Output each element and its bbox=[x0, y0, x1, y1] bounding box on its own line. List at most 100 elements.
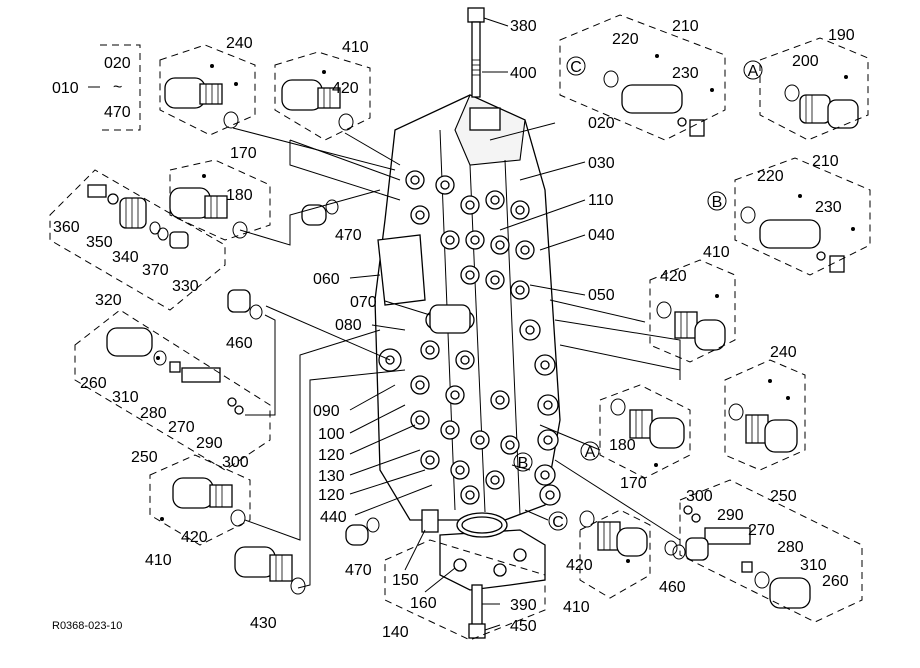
cartridge-220-top-right bbox=[603, 70, 705, 137]
label-410-bottom: 410 bbox=[563, 599, 590, 616]
label-140: 140 bbox=[382, 624, 409, 641]
label-090: 090 bbox=[313, 403, 340, 420]
drawing-code: R0368-023-10 bbox=[52, 620, 122, 632]
cartridge-240-top bbox=[164, 77, 239, 129]
label-430: 430 bbox=[250, 615, 277, 632]
label-range-separator: ~ bbox=[113, 79, 122, 96]
plug-470-lower bbox=[345, 517, 380, 546]
label-320: 320 bbox=[95, 292, 122, 309]
label-300-right: 300 bbox=[686, 488, 713, 505]
plug-460-left bbox=[227, 289, 263, 320]
label-050: 050 bbox=[588, 287, 615, 304]
label-390: 390 bbox=[510, 597, 537, 614]
svg-text:C: C bbox=[552, 514, 564, 531]
label-220-right: 220 bbox=[757, 168, 784, 185]
label-300-left: 300 bbox=[222, 454, 249, 471]
plug-460-right bbox=[664, 537, 709, 561]
cartridge-410-bottom-right bbox=[579, 510, 648, 557]
label-270-right: 270 bbox=[748, 522, 775, 539]
label-210-top: 210 bbox=[672, 18, 699, 35]
label-330: 330 bbox=[172, 278, 199, 295]
cartridge-410-right bbox=[656, 301, 726, 351]
label-060: 060 bbox=[313, 271, 340, 288]
label-380: 380 bbox=[510, 18, 537, 35]
label-230-top: 230 bbox=[672, 65, 699, 82]
svg-text:B: B bbox=[712, 194, 723, 211]
svg-text:A: A bbox=[585, 444, 596, 461]
marker-b-body: B bbox=[513, 452, 533, 472]
cartridge-190 bbox=[784, 84, 859, 129]
label-470-range-end: 470 bbox=[104, 104, 131, 121]
label-470-lower: 470 bbox=[345, 562, 372, 579]
identification-dots bbox=[156, 54, 855, 563]
label-240-right: 240 bbox=[770, 344, 797, 361]
label-170-right: 170 bbox=[620, 475, 647, 492]
label-200: 200 bbox=[792, 53, 819, 70]
label-180-top: 180 bbox=[226, 187, 253, 204]
label-070: 070 bbox=[350, 294, 377, 311]
label-420-left: 420 bbox=[181, 529, 208, 546]
label-030: 030 bbox=[588, 155, 615, 172]
label-420-top: 420 bbox=[332, 80, 359, 97]
cartridge-210-right bbox=[740, 206, 845, 273]
svg-text:A: A bbox=[748, 63, 759, 80]
bottom-block-assembly bbox=[421, 509, 546, 639]
leader-lines bbox=[88, 17, 681, 631]
label-160: 160 bbox=[410, 595, 437, 612]
label-290-right: 290 bbox=[717, 507, 744, 524]
label-470-upper: 470 bbox=[335, 227, 362, 244]
label-410-top: 410 bbox=[342, 39, 369, 56]
label-080: 080 bbox=[335, 317, 362, 334]
part-070-plug bbox=[429, 304, 471, 334]
marker-a-top: A bbox=[743, 60, 763, 80]
label-420-right: 420 bbox=[660, 268, 687, 285]
label-230-right: 230 bbox=[815, 199, 842, 216]
label-280-right: 280 bbox=[777, 539, 804, 556]
label-020: 020 bbox=[588, 115, 615, 132]
cartridge-410-top bbox=[281, 79, 354, 131]
label-110: 110 bbox=[588, 192, 614, 209]
label-280-left: 280 bbox=[140, 405, 167, 422]
cartridge-410-left-lower bbox=[172, 477, 246, 527]
label-340: 340 bbox=[112, 249, 139, 266]
label-240-top: 240 bbox=[226, 35, 253, 52]
label-350: 350 bbox=[86, 234, 113, 251]
label-100: 100 bbox=[318, 426, 345, 443]
label-360: 360 bbox=[53, 219, 80, 236]
part-labels: 010 020 ~ 470 240 410 420 380 400 020 03… bbox=[52, 18, 855, 641]
svg-text:C: C bbox=[570, 59, 582, 76]
label-170-top: 170 bbox=[230, 145, 257, 162]
label-250-left: 250 bbox=[131, 449, 158, 466]
label-400: 400 bbox=[510, 65, 537, 82]
label-270-left: 270 bbox=[168, 419, 195, 436]
label-410-left: 410 bbox=[145, 552, 172, 569]
svg-text:B: B bbox=[518, 455, 529, 472]
label-460-left: 460 bbox=[226, 335, 253, 352]
label-420-bottom: 420 bbox=[566, 557, 593, 574]
label-010: 010 bbox=[52, 80, 79, 97]
label-450: 450 bbox=[510, 618, 537, 635]
label-220-top: 220 bbox=[612, 31, 639, 48]
label-020-range-start: 020 bbox=[104, 55, 131, 72]
label-130: 130 bbox=[318, 468, 345, 485]
label-210-right: 210 bbox=[812, 153, 839, 170]
cartridge-170-left bbox=[169, 187, 248, 239]
label-290-left: 290 bbox=[196, 435, 223, 452]
label-410-right: 410 bbox=[703, 244, 730, 261]
marker-b-right: B bbox=[707, 191, 727, 211]
marker-a-body: A bbox=[580, 441, 600, 461]
label-180-right: 180 bbox=[609, 437, 636, 454]
label-040: 040 bbox=[588, 227, 615, 244]
top-tie-bolt bbox=[467, 7, 485, 98]
label-120-upper: 120 bbox=[318, 447, 345, 464]
marker-c-body: C bbox=[548, 511, 568, 531]
marker-c-top: C bbox=[566, 56, 586, 76]
reference-markers: C A B A B C bbox=[513, 56, 763, 531]
cartridge-430 bbox=[234, 546, 306, 595]
label-190: 190 bbox=[828, 27, 855, 44]
cartridge-170-right bbox=[610, 398, 685, 449]
label-260-right: 260 bbox=[822, 573, 849, 590]
plug-470-upper bbox=[301, 199, 339, 226]
label-150: 150 bbox=[392, 572, 419, 589]
